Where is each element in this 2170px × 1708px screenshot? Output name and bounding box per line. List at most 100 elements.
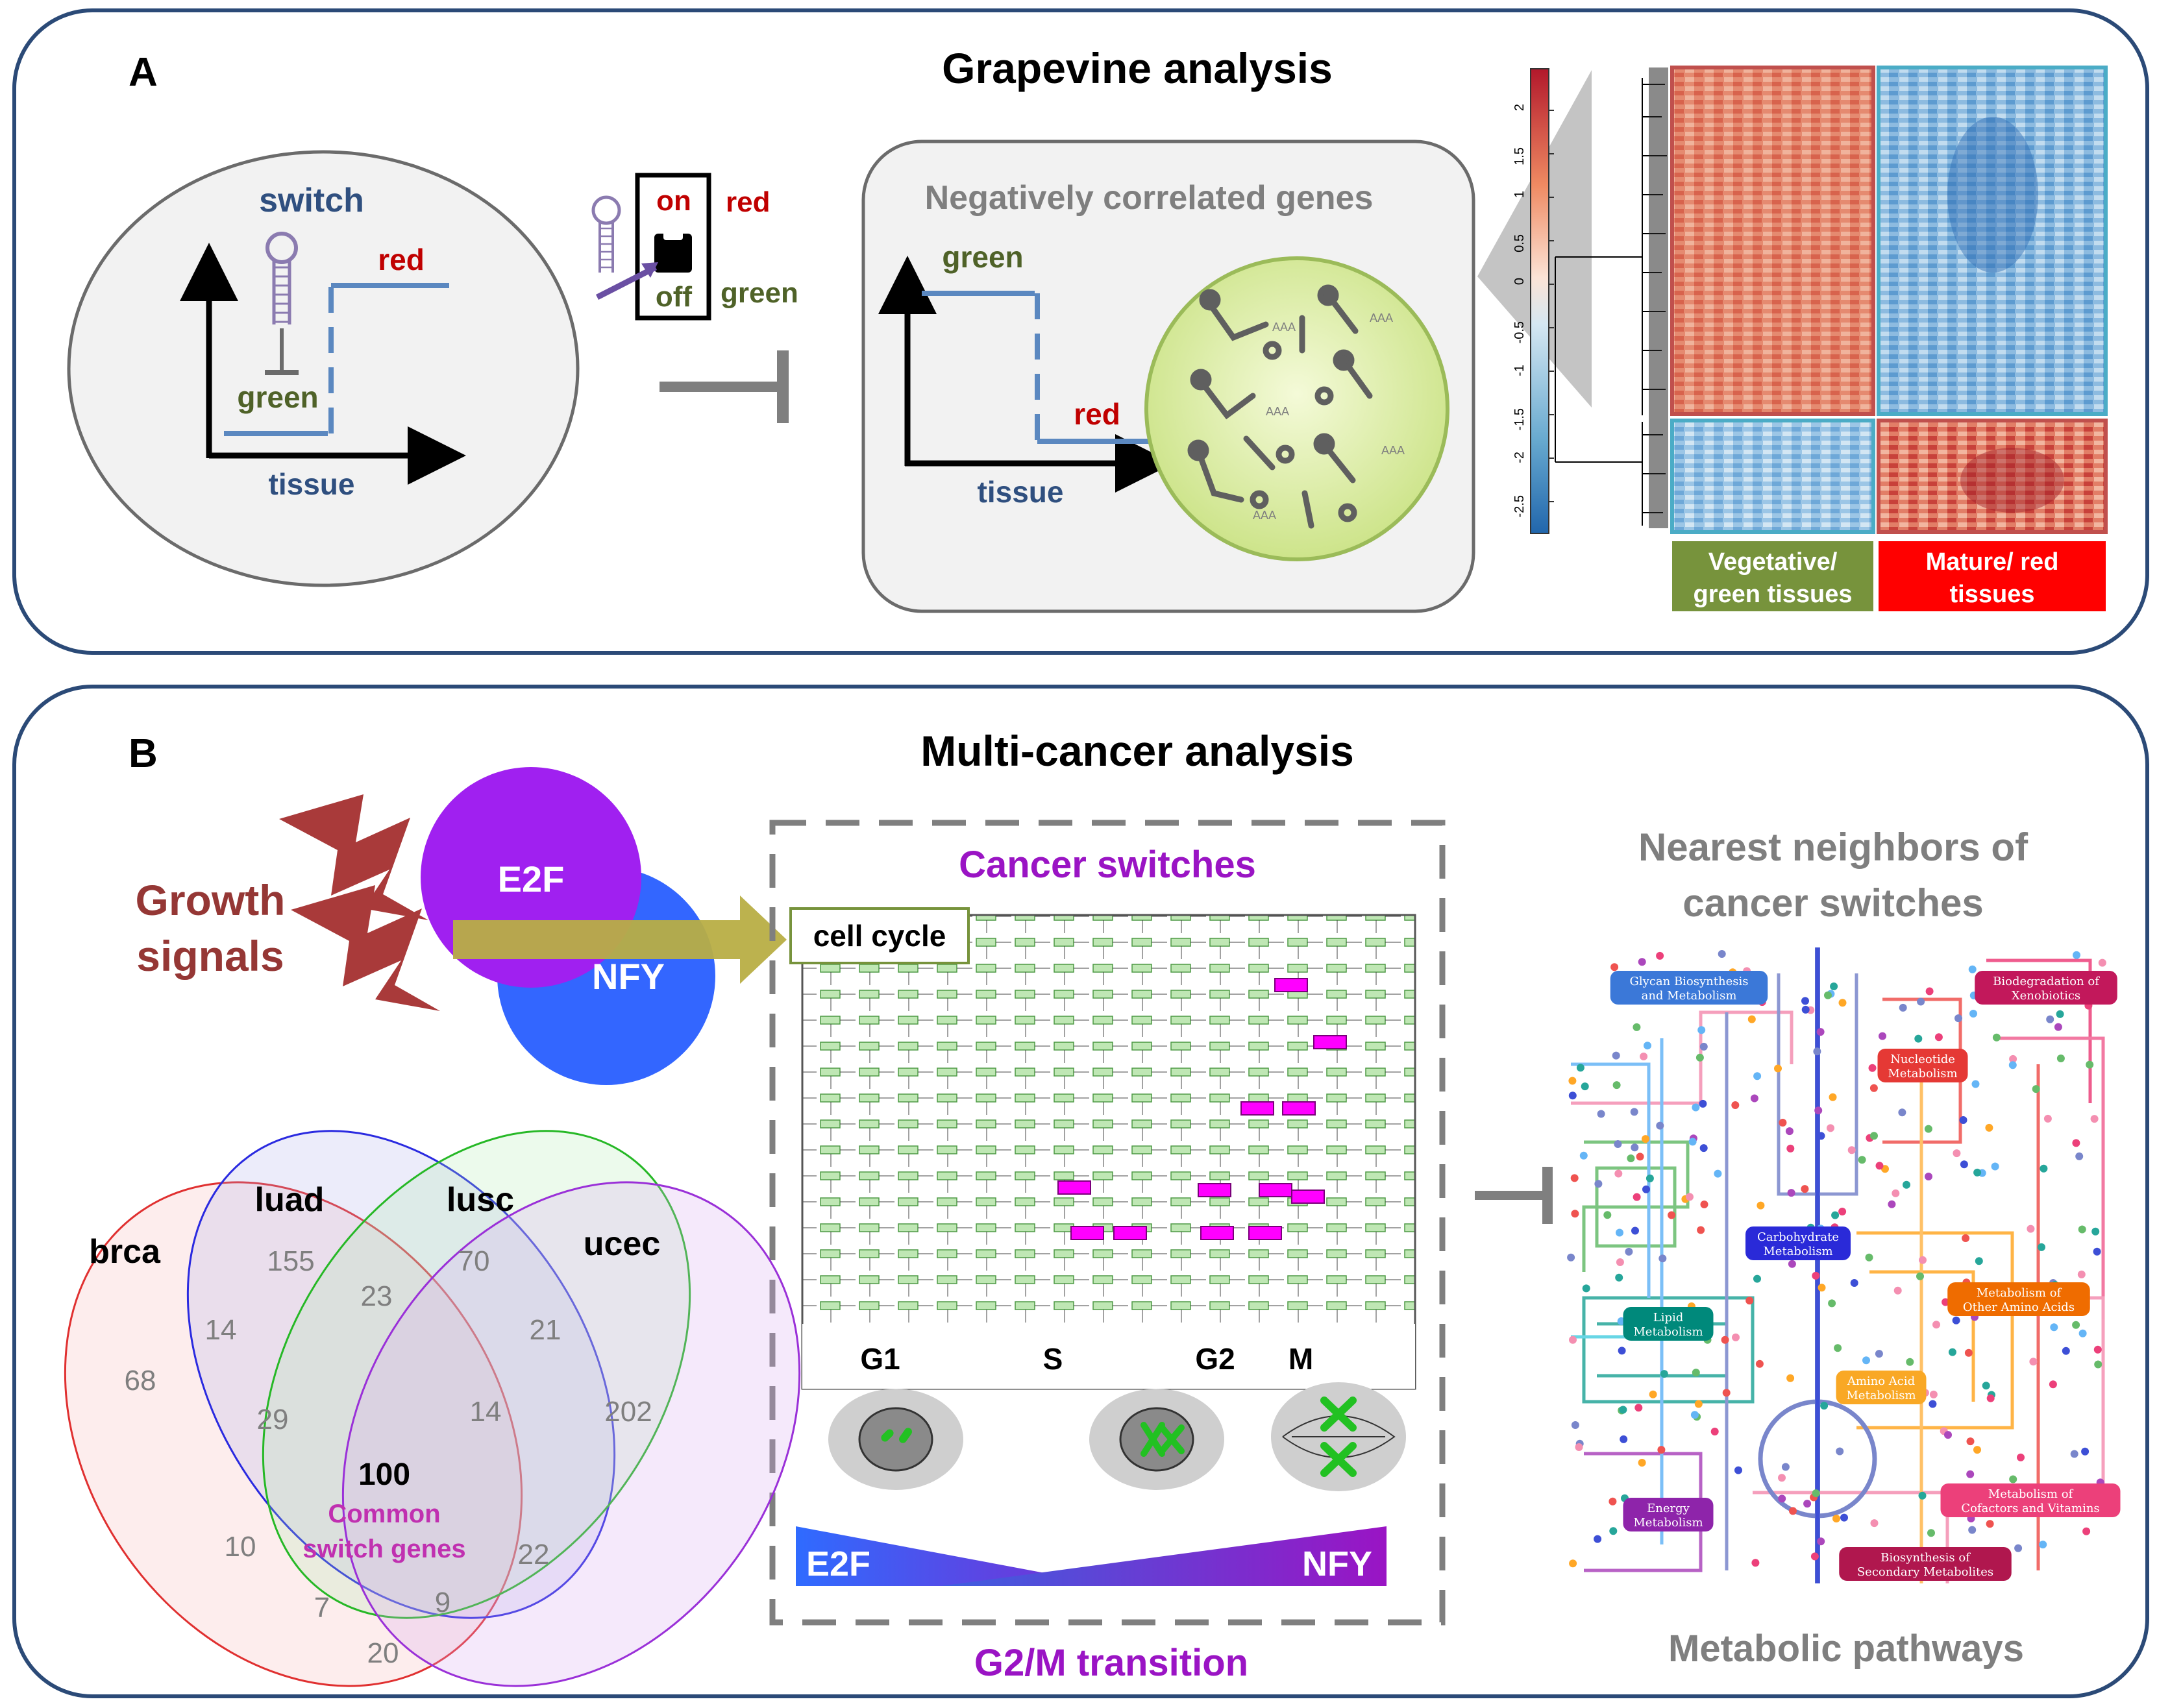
metabolite-node bbox=[2009, 1475, 2017, 1483]
metabolite-node bbox=[1865, 1253, 1873, 1262]
colorbar-ticks: 21.510.50-0.5-1-1.5-2-2.5 bbox=[1512, 104, 1554, 517]
metabolite-node bbox=[1697, 1026, 1706, 1034]
metabolic-category-label: Amino Acid bbox=[1847, 1374, 1915, 1388]
metabolic-category-label: Xenobiotics bbox=[2012, 989, 2080, 1003]
metabolite-node bbox=[1952, 1316, 1960, 1324]
metabolite-node bbox=[1959, 1116, 1967, 1124]
growth-signals-line2: signals bbox=[136, 932, 284, 980]
phase-m-label: M bbox=[1288, 1342, 1313, 1376]
cell-g2-icon bbox=[1089, 1389, 1224, 1490]
phase-g2-label: G2 bbox=[1195, 1342, 1235, 1376]
colorbar-tick-label: -1 bbox=[1512, 365, 1527, 376]
metabolic-category-label: and Metabolism bbox=[1642, 989, 1737, 1003]
metabolite-node bbox=[1966, 1437, 1975, 1446]
metabolic-category-label: Nucleotide bbox=[1890, 1053, 1955, 1066]
e2f-label: E2F bbox=[498, 859, 565, 899]
switch-green-label: green bbox=[237, 380, 318, 414]
metabolite-node bbox=[1579, 1151, 1588, 1160]
switch-red-side-label: red bbox=[726, 186, 770, 218]
metabolite-node bbox=[1986, 1520, 1994, 1528]
metabolite-node bbox=[1820, 1402, 1829, 1410]
metabolite-node bbox=[1962, 1234, 1970, 1242]
metabolite-node bbox=[1934, 1033, 1943, 1042]
metabolic-category-label: Other Amino Acids bbox=[1963, 1300, 2075, 1314]
nearest-neighbors-line2: cancer switches bbox=[1683, 881, 1984, 925]
metabolite-node bbox=[1627, 1154, 1635, 1162]
metabolite-node bbox=[1656, 951, 1664, 960]
pathway-arrow bbox=[453, 896, 787, 984]
switch-tissue-label: tissue bbox=[269, 467, 355, 501]
neg-correlated-title: Negatively correlated genes bbox=[925, 179, 1374, 217]
venn-counts: 155 70 68 202 14 23 21 29 14 10 22 7 9 2… bbox=[125, 1245, 652, 1669]
metabolite-node bbox=[2070, 1450, 2078, 1458]
metabolite-node bbox=[1927, 1529, 1935, 1537]
colorbar-tick-label: 0 bbox=[1512, 278, 1527, 285]
metabolic-category-box bbox=[1839, 1547, 2012, 1581]
metabolic-category-box bbox=[1877, 1049, 1968, 1082]
metabolite-node bbox=[1695, 1053, 1704, 1062]
metabolite-node bbox=[1992, 1033, 2001, 1042]
metabolite-node bbox=[1925, 1173, 1932, 1180]
metabolite-node bbox=[2093, 1345, 2102, 1354]
metabolite-node bbox=[1827, 1124, 1834, 1132]
metabolite-node bbox=[2098, 958, 2106, 967]
metabolite-node bbox=[1753, 1275, 1761, 1283]
metabolite-node bbox=[1917, 997, 1925, 1006]
venn-set-labels: brca luad lusc ucec bbox=[89, 1181, 660, 1271]
colorbar-tick-label: -2.5 bbox=[1512, 495, 1527, 517]
metabolite-node bbox=[2062, 1347, 2070, 1355]
inhibition-arrow-b bbox=[1475, 1167, 1553, 1224]
metabolite-node bbox=[1888, 1200, 1896, 1208]
metabolite-node bbox=[1789, 1507, 1797, 1515]
metabolite-node bbox=[1975, 1257, 1983, 1265]
colorbar-tick-label: 0.5 bbox=[1512, 234, 1527, 252]
panel-b-title: Multi-cancer analysis bbox=[920, 727, 1354, 775]
metabolite-node bbox=[1750, 1094, 1758, 1103]
mrna-circle bbox=[1144, 256, 1449, 561]
phase-labels: G1 S G2 M bbox=[860, 1342, 1313, 1376]
metabolite-node bbox=[1610, 963, 1619, 971]
metabolite-node bbox=[1699, 1099, 1707, 1108]
g2m-transition-label: G2/M transition bbox=[974, 1642, 1248, 1684]
metabolite-node bbox=[2090, 1115, 2099, 1123]
venn-common-count: 100 bbox=[358, 1458, 410, 1492]
heatmap-mature-upregulated bbox=[1877, 419, 2108, 534]
metabolite-node bbox=[2017, 1453, 2025, 1461]
metabolite-node bbox=[1731, 1101, 1740, 1109]
metabolite-node bbox=[2029, 1358, 2038, 1366]
metabolite-node bbox=[1969, 1010, 1977, 1018]
metabolite-node bbox=[1657, 1446, 1666, 1454]
metabolite-node bbox=[1699, 1042, 1708, 1051]
metabolite-node bbox=[1567, 1253, 1575, 1262]
metabolite-node bbox=[1960, 1160, 1968, 1169]
metabolite-node bbox=[1929, 1400, 1937, 1408]
metabolite-node bbox=[2056, 1055, 2065, 1062]
metabolite-node bbox=[1836, 1447, 1844, 1456]
heatmap-veg-upregulated bbox=[1670, 66, 1875, 416]
veg-tissue-line1: Vegetative/ bbox=[1708, 548, 1838, 576]
gradient-nfy-label: NFY bbox=[1302, 1544, 1372, 1583]
metabolite-node bbox=[1576, 1064, 1584, 1072]
metabolite-node bbox=[1774, 1064, 1782, 1073]
metabolite-node bbox=[1914, 1034, 1923, 1043]
metabolite-node bbox=[1788, 1260, 1796, 1268]
svg-text:29: 29 bbox=[257, 1404, 289, 1435]
metabolite-node bbox=[1816, 1028, 1825, 1036]
metabolite-node bbox=[1594, 1535, 1602, 1543]
venn-diagram bbox=[64, 1130, 801, 1687]
metabolic-category-box bbox=[1940, 1483, 2121, 1517]
metabolite-node bbox=[1642, 1185, 1650, 1193]
mrna-icons bbox=[1187, 284, 1373, 529]
metabolite-node bbox=[1982, 1382, 1990, 1390]
metabolic-category-label: Metabolism bbox=[1888, 1067, 1957, 1080]
inhibition-arrow-a bbox=[660, 350, 789, 423]
gradient-e2f-label: E2F bbox=[806, 1544, 870, 1583]
svg-text:14: 14 bbox=[205, 1314, 237, 1346]
metabolite-node bbox=[1644, 1042, 1651, 1050]
metabolic-category-label: Metabolism bbox=[1763, 1245, 1832, 1258]
metabolite-node bbox=[2078, 1329, 2087, 1337]
metabolite-node bbox=[1850, 1279, 1858, 1287]
metabolite-node bbox=[1688, 1138, 1697, 1146]
metabolite-node bbox=[1778, 1494, 1786, 1503]
metabolite-node bbox=[1569, 1336, 1577, 1344]
